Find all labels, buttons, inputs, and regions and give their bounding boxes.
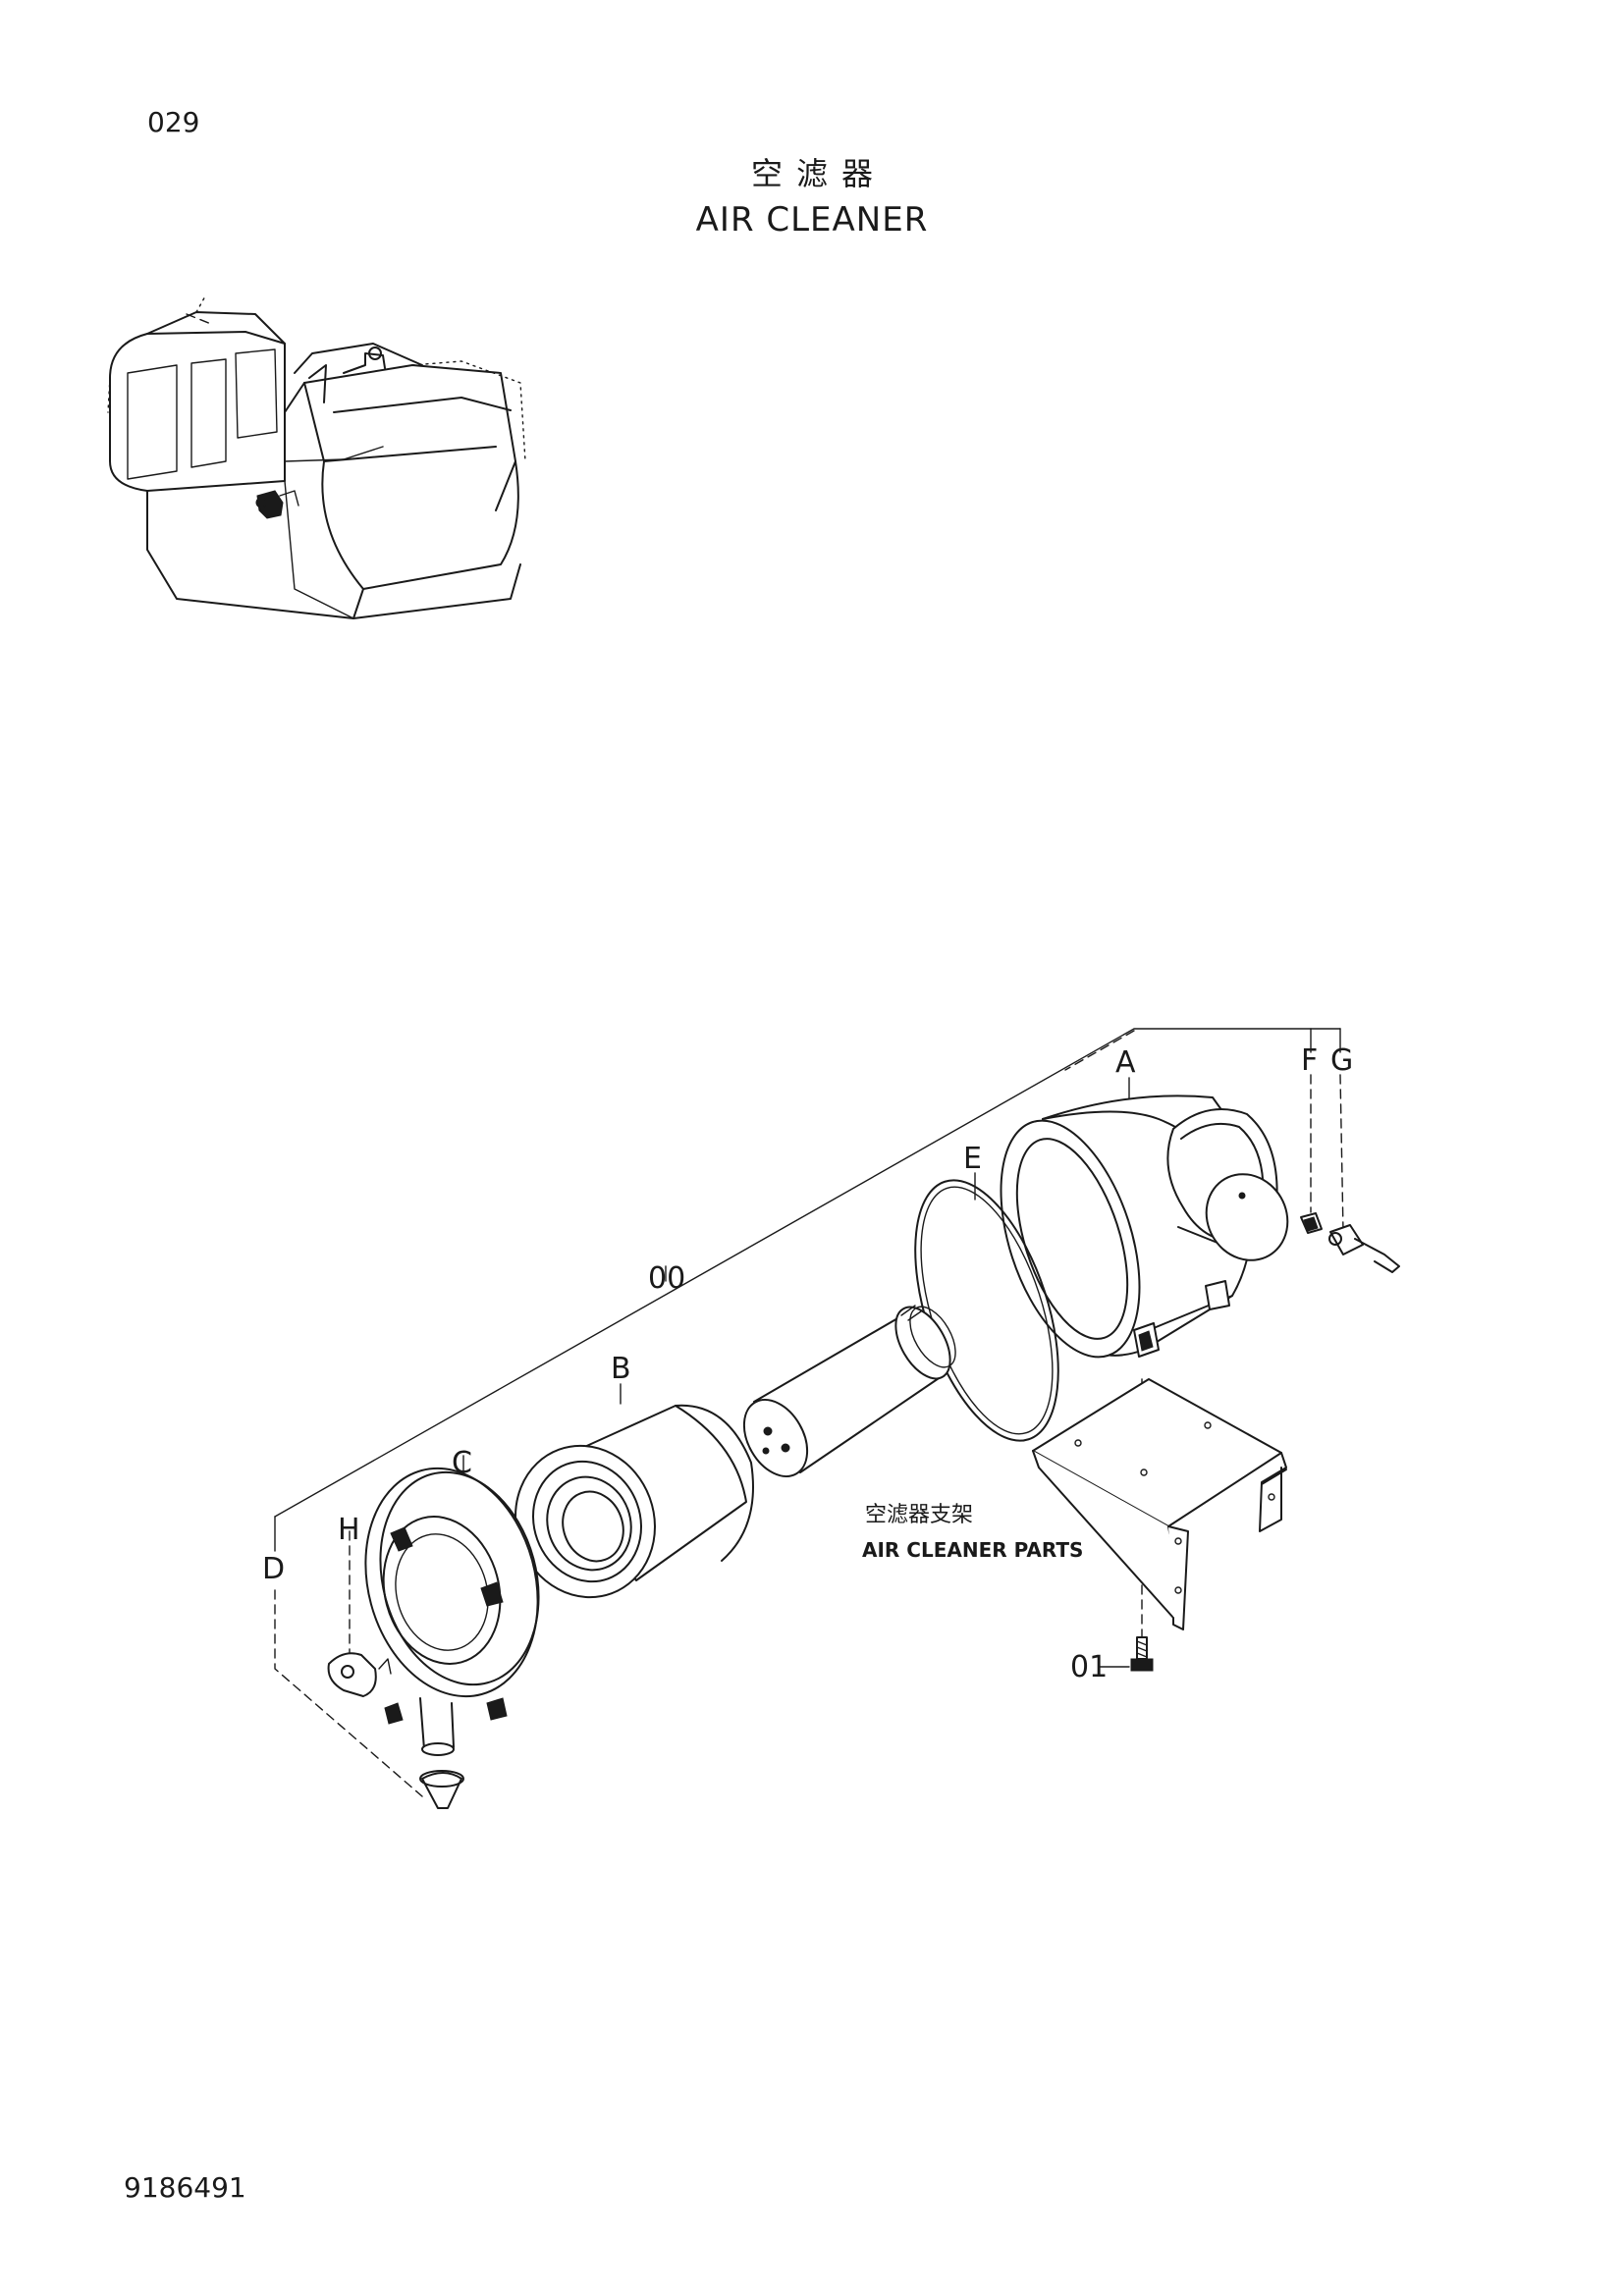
callout-d: D (262, 1552, 285, 1586)
callout-e: E (963, 1142, 982, 1176)
callout-labels: A F G E 00 B C H D 01 (262, 1043, 1353, 1684)
mounting-bracket (1032, 1378, 1287, 1630)
bracket-note-en: AIR CLEANER PARTS (862, 1538, 1083, 1562)
bracket-note-zh: 空滤器支架 (865, 1503, 973, 1527)
gasket (327, 1652, 377, 1697)
air-cleaner-housing (1000, 1095, 1289, 1359)
excavator-locator-sketch (107, 294, 526, 619)
callout-bolt: 01 (1070, 1650, 1108, 1684)
title-chinese: 空滤器 (750, 155, 887, 192)
end-cover (364, 1467, 540, 1809)
callout-g: G (1330, 1043, 1353, 1078)
document-number: 9186491 (124, 2171, 246, 2204)
title-english: AIR CLEANER (695, 200, 929, 240)
restriction-indicator (1300, 1212, 1400, 1273)
callout-f: F (1301, 1043, 1318, 1078)
bolt (1130, 1636, 1154, 1672)
callout-a: A (1115, 1045, 1136, 1080)
outer-filter-element (514, 1404, 754, 1599)
bracket-note: 空滤器支架 AIR CLEANER PARTS (862, 1503, 1083, 1562)
page-number: 029 (147, 106, 200, 138)
callout-b: B (611, 1352, 631, 1386)
callout-assembly: 00 (648, 1261, 685, 1296)
callout-h: H (338, 1513, 360, 1547)
inner-filter-element (742, 1305, 956, 1477)
callout-c: C (452, 1446, 472, 1480)
